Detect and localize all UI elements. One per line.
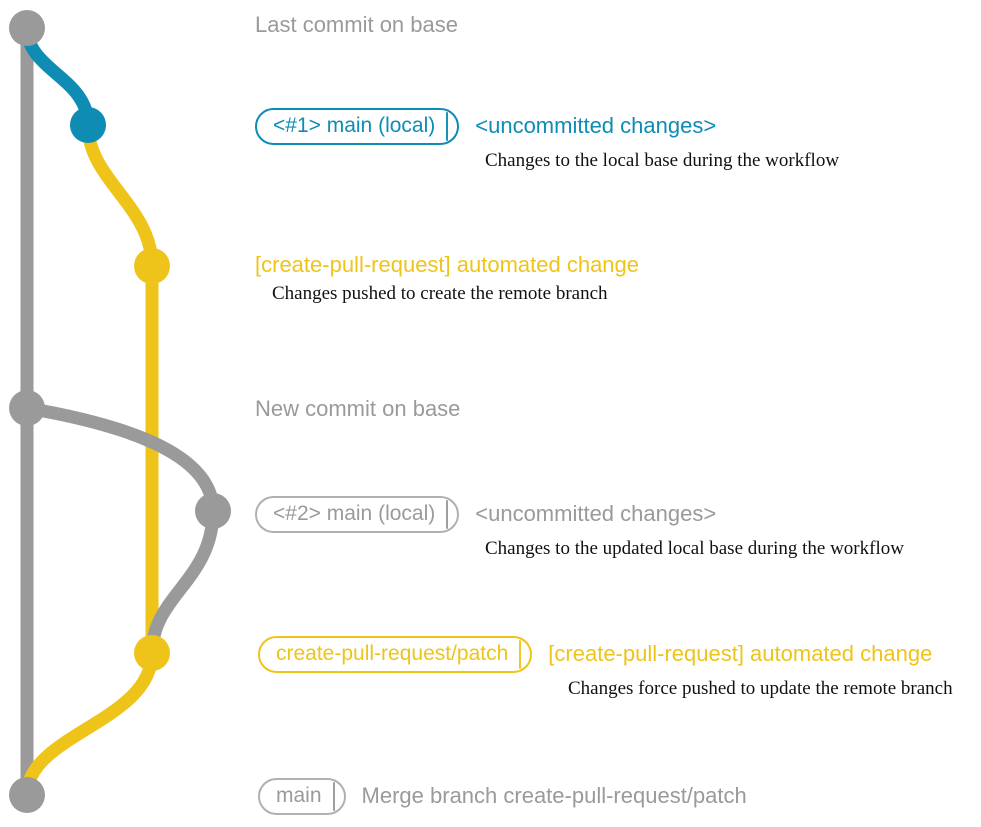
node-local-2 bbox=[195, 493, 231, 529]
node-local-1 bbox=[70, 107, 106, 143]
node-base-head bbox=[9, 10, 45, 46]
edge-remote-2-to-merge bbox=[20, 646, 159, 802]
commit-subject-automated-change-update: [create-pull-request] automated change bbox=[548, 641, 933, 667]
node-merge-head bbox=[9, 777, 45, 813]
commit-subject-new-commit-on-base: New commit on base bbox=[255, 396, 461, 421]
commit-row-new-commit-on-base: New commit on base bbox=[255, 396, 460, 422]
node-remote-1 bbox=[134, 248, 170, 284]
commit-subject-local-commit-1: <uncommitted changes> bbox=[475, 113, 717, 139]
edge-local-2-to-remote-2 bbox=[145, 504, 220, 660]
edge-local-1-to-remote-1 bbox=[81, 118, 159, 273]
commit-description-automated-change-create: Changes pushed to create the remote bran… bbox=[272, 283, 608, 305]
commit-row-automated-change-update: create-pull-request/patch [create-pull-r… bbox=[258, 636, 953, 700]
ref-badge-main[interactable]: main bbox=[258, 778, 346, 816]
commit-subject-automated-change-create: [create-pull-request] automated change bbox=[255, 252, 640, 277]
ref-badge-main-local-1[interactable]: <#1> main (local) bbox=[255, 108, 460, 146]
commit-row-last-commit-on-base: Last commit on base bbox=[255, 12, 458, 38]
commit-subject-last-commit-on-base: Last commit on base bbox=[255, 12, 458, 37]
commit-description-local-commit-2: Changes to the updated local base during… bbox=[485, 538, 904, 560]
node-base-new bbox=[9, 390, 45, 426]
commit-row-local-commit-2: <#2> main (local) <uncommitted changes> … bbox=[255, 496, 904, 560]
edge-base-new-to-local-2 bbox=[20, 401, 220, 518]
commit-subject-local-commit-2: <uncommitted changes> bbox=[475, 501, 717, 527]
ref-badge-create-pull-request-patch[interactable]: create-pull-request/patch bbox=[258, 636, 533, 674]
commit-description-local-commit-1: Changes to the local base during the wor… bbox=[485, 150, 840, 172]
commit-nodes bbox=[9, 10, 231, 813]
commit-description-automated-change-update: Changes force pushed to update the remot… bbox=[568, 678, 953, 700]
commit-subject-merge-commit: Merge branch create-pull-request/patch bbox=[361, 783, 747, 809]
commit-row-local-commit-1: <#1> main (local) <uncommitted changes> … bbox=[255, 108, 839, 172]
node-remote-2 bbox=[134, 635, 170, 671]
commit-row-automated-change-create: [create-pull-request] automated change C… bbox=[255, 252, 639, 305]
ref-badge-main-local-2[interactable]: <#2> main (local) bbox=[255, 496, 460, 534]
commit-row-merge-commit: main Merge branch create-pull-request/pa… bbox=[258, 778, 747, 816]
